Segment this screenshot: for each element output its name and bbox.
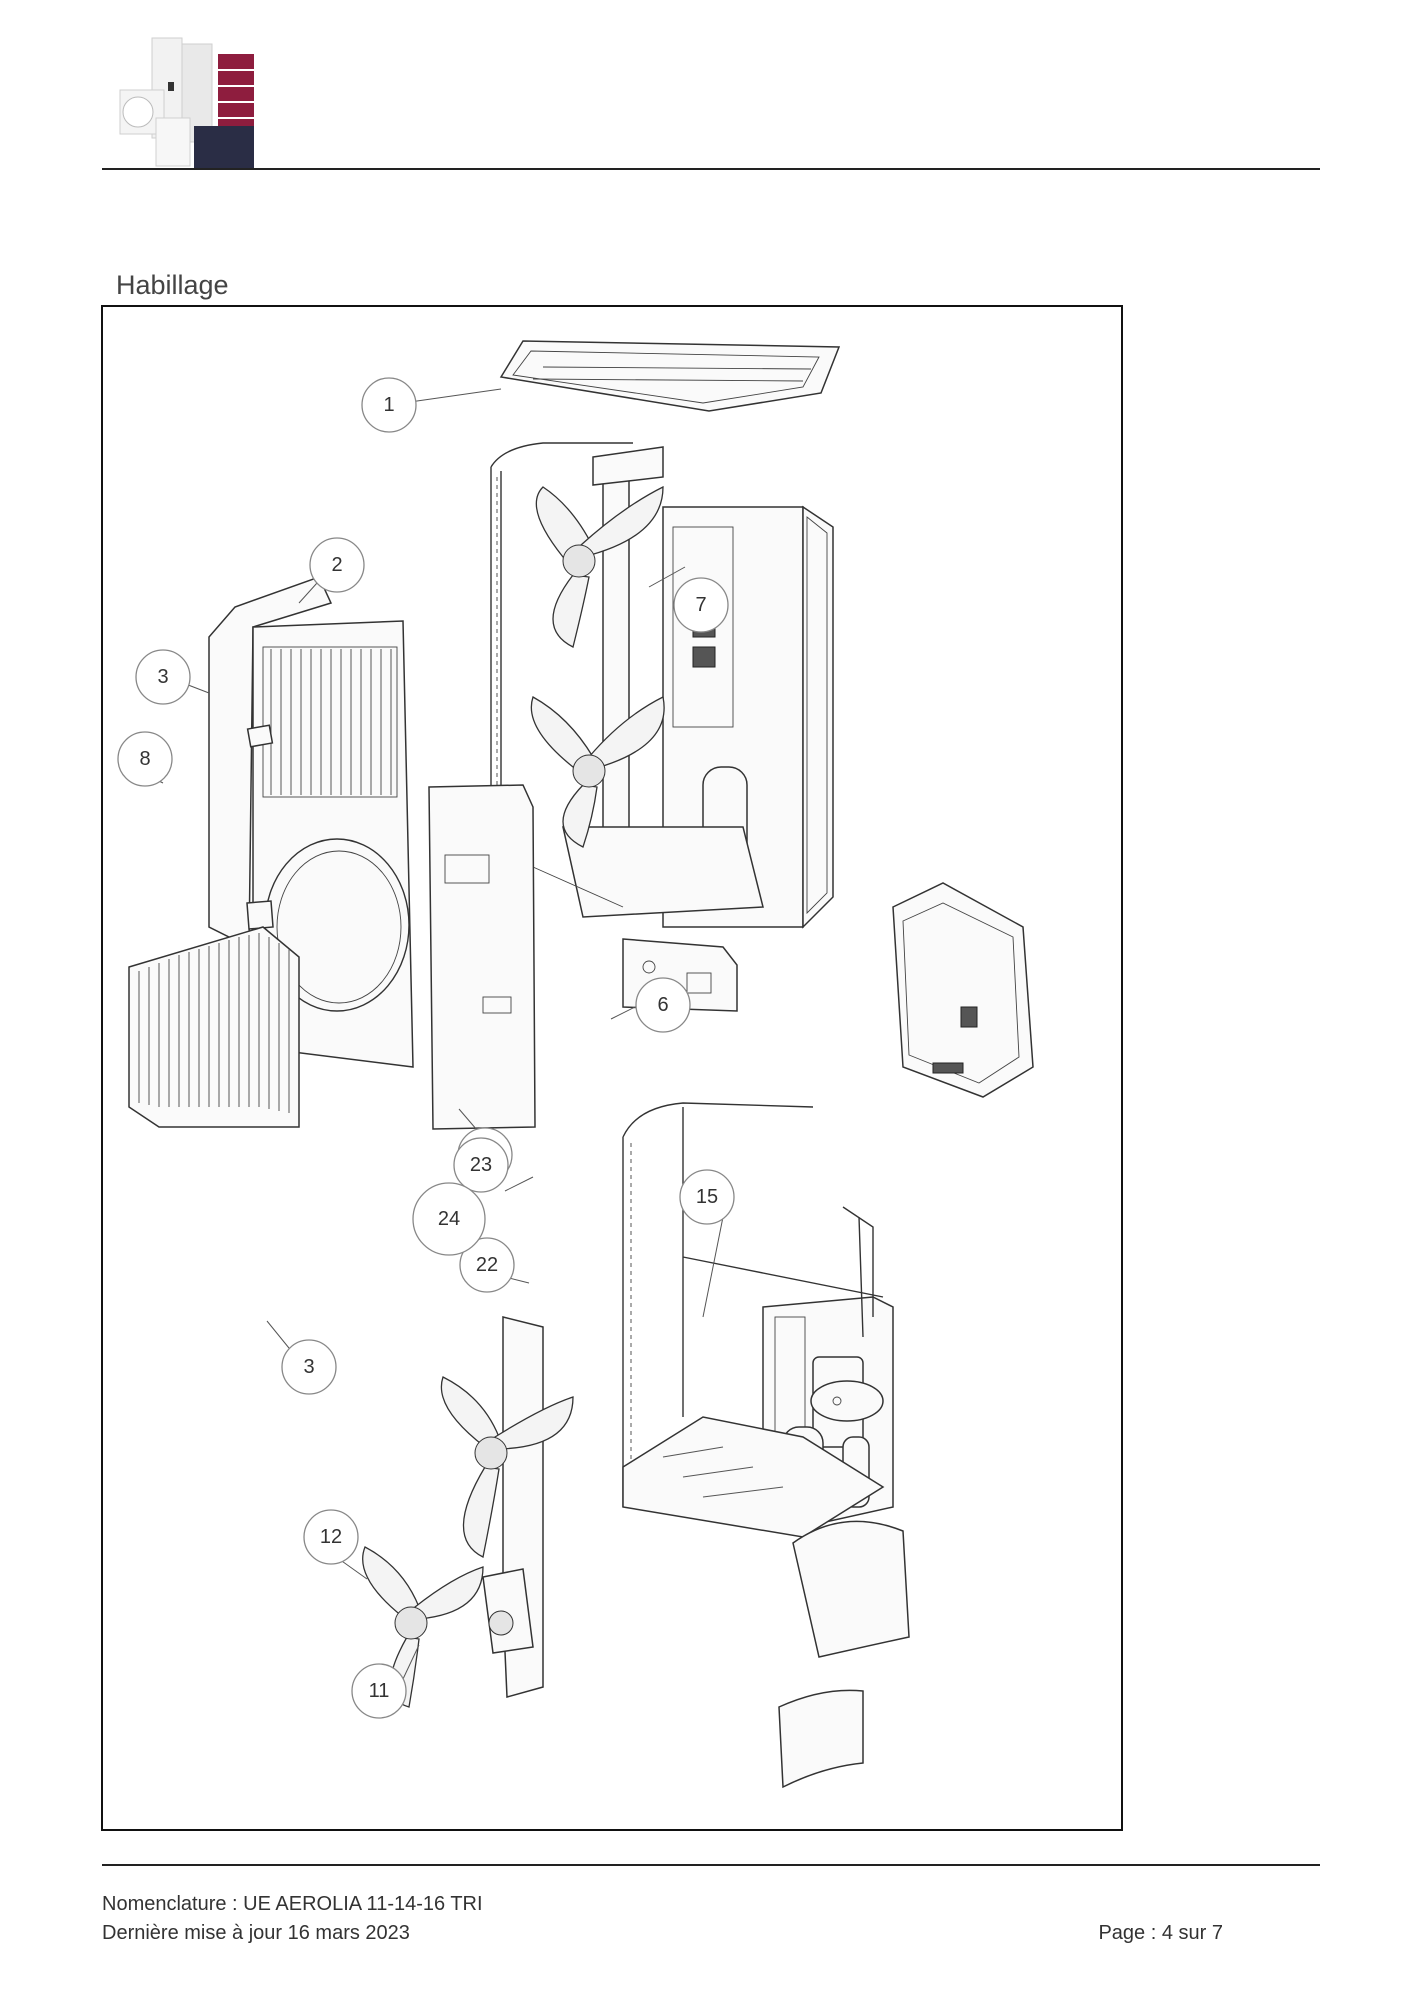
callout-3a: 3: [135, 649, 191, 705]
exploded-view-frame: 1 2 3 3 5 6 7 8: [101, 305, 1123, 1831]
upper-fan-bottom: [530, 696, 665, 848]
section-title: Habillage: [116, 270, 229, 300]
top-cover-part: [499, 340, 841, 412]
callout-12: 12: [303, 1509, 359, 1565]
callout-3a-label: 3: [157, 666, 168, 688]
callout-22-label: 22: [476, 1254, 498, 1276]
small-clip-part: [246, 724, 274, 748]
callout-6-label: 6: [657, 994, 668, 1016]
callout-7-label: 7: [695, 594, 706, 616]
lower-housing: [622, 1102, 894, 1538]
footer-last-update: Dernière mise à jour 16 mars 2023: [102, 1922, 410, 1944]
footer-rule: [102, 1864, 1320, 1866]
lower-fan-blade-part: [362, 1546, 484, 1708]
callout-6: 6: [635, 977, 691, 1033]
side-panel-part: [428, 784, 536, 1130]
callout-2: 2: [309, 537, 365, 593]
page-number: Page : 4 sur 7: [1098, 1922, 1223, 1944]
footer-nomenclature: Nomenclature : UE AEROLIA 11-14-16 TRI: [102, 1893, 483, 1915]
header-rule: [102, 168, 1320, 170]
callout-2-label: 2: [331, 554, 342, 576]
lower-fan-upper: [440, 1376, 574, 1558]
callout-15: 15: [679, 1169, 735, 1225]
callout-1-label: 1: [383, 394, 394, 416]
electrical-box-part: [892, 882, 1034, 1098]
callout-11: 11: [351, 1663, 407, 1719]
callout-15-label: 15: [696, 1186, 718, 1208]
callout-23: 23: [453, 1137, 509, 1193]
callout-23-label: 23: [470, 1154, 492, 1176]
small-plate-part: [246, 900, 274, 930]
callout-12-label: 12: [320, 1526, 342, 1548]
product-range-logo: [112, 30, 282, 170]
callout-22: 22: [459, 1237, 515, 1293]
callout-8: 8: [117, 731, 173, 787]
callout-3b-label: 3: [303, 1356, 314, 1378]
callout-11-label: 11: [369, 1680, 390, 1702]
callout-3b: 3: [281, 1339, 337, 1395]
callout-1: 1: [361, 377, 417, 433]
fan-motor-bracket: [482, 1316, 544, 1698]
callout-7: 7: [673, 577, 729, 633]
callout-24: 24: [412, 1182, 486, 1256]
callout-24-label: 24: [438, 1208, 460, 1230]
exploded-view-diagram: 1 2 3 3 5 6 7 8: [117, 340, 1034, 1789]
callout-8-label: 8: [139, 748, 150, 770]
shield-plate-part: [778, 1380, 910, 1789]
lower-grille-part: [128, 926, 300, 1128]
upper-fan-top: [535, 485, 664, 648]
